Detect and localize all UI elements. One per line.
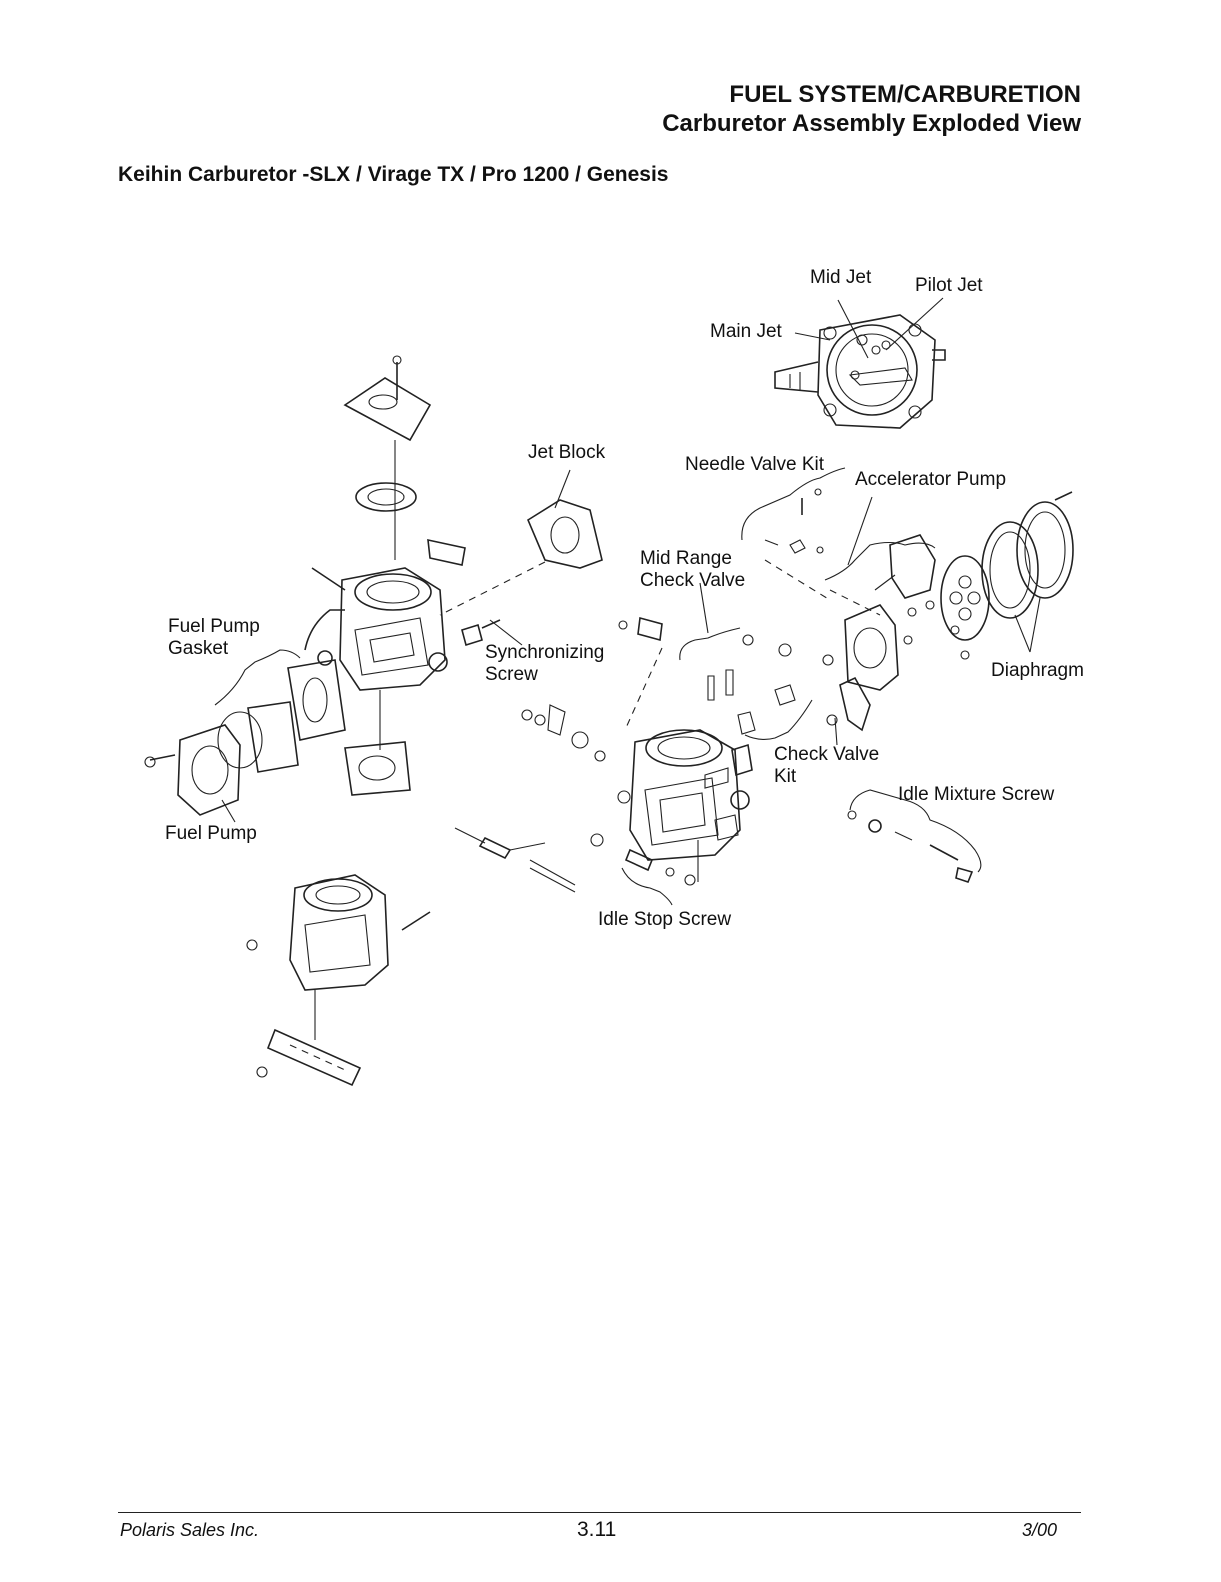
label-check-valve-kit-line1: Check Valve: [774, 744, 879, 765]
label-idle-stop-screw: Idle Stop Screw: [598, 909, 731, 930]
mid-range-check-valve-brace: [679, 627, 741, 661]
fuel-pump-gasket-brace: [214, 649, 301, 706]
label-check-valve-kit-line2: Kit: [774, 766, 797, 787]
synchronizing-screw-leader: [489, 619, 523, 646]
diagram-subtitle: Keihin Carburetor -SLX / Virage TX / Pro…: [118, 163, 669, 186]
idle-mixture-screw-brace: [849, 789, 982, 873]
mounting-plate-drawing: [343, 355, 432, 560]
lower-carburetor-drawing: [246, 874, 431, 1087]
label-mid-range-line1: Mid Range: [640, 548, 732, 569]
label-fuel-pump: Fuel Pump: [165, 823, 257, 844]
label-synchronizing-line2: Screw: [485, 664, 538, 685]
check-valve-kit-drawing: [707, 634, 796, 735]
accelerator-pump-drawing: [822, 534, 970, 732]
label-accelerator-pump: Accelerator Pump: [855, 469, 1006, 490]
accelerator-pump-brace: [824, 541, 936, 581]
check-valve-kit-brace: [744, 699, 813, 741]
needle-valve-kit-brace: [741, 467, 846, 541]
footer-company: Polaris Sales Inc.: [120, 1520, 260, 1540]
label-needle-valve-kit: Needle Valve Kit: [685, 454, 825, 475]
page-title: Carburetor Assembly Exploded View: [662, 110, 1081, 137]
mid-range-check-valve-leader: [699, 582, 709, 634]
right-carburetor-body-drawing: [590, 729, 753, 861]
label-jet-block: Jet Block: [528, 442, 606, 463]
idle-stop-screw-brace: [621, 867, 673, 906]
label-fuel-pump-gasket-line1: Fuel Pump: [168, 616, 260, 637]
synchronizing-screw-drawing: [461, 619, 606, 762]
footer-page-number: 3.11: [577, 1518, 617, 1541]
label-main-jet: Main Jet: [710, 321, 783, 342]
mid-range-check-valve-drawing: [618, 616, 663, 731]
footer-date: 3/00: [1021, 1520, 1057, 1540]
throttle-rod-drawing: [454, 827, 576, 893]
label-pilot-jet: Pilot Jet: [915, 275, 983, 296]
diaphragm-leader-2: [1029, 597, 1041, 653]
footer-rule: [118, 1512, 1081, 1513]
fuel-pump-gasket-drawing: [217, 659, 346, 773]
fuel-pump-leader: [221, 799, 236, 823]
check-valve-kit-leader: [834, 717, 838, 746]
label-mid-range-line2: Check Valve: [640, 570, 745, 591]
accelerator-pump-leader: [847, 496, 873, 566]
idle-stop-screw-drawing: [624, 840, 699, 886]
jet-block-leader: [554, 469, 571, 509]
label-diaphragm: Diaphragm: [991, 660, 1084, 681]
mid-jet-leader: [837, 299, 869, 359]
label-idle-mixture-screw: Idle Mixture Screw: [898, 784, 1055, 805]
carburetor-flange-drawing: [344, 741, 411, 796]
diaphragm-leader: [1014, 614, 1031, 653]
diaphragm-drawing: [940, 491, 1074, 641]
jet-block-drawing: [439, 499, 603, 616]
fuel-pump-drawing: [144, 724, 241, 816]
left-carburetor-body-drawing: [304, 538, 466, 750]
section-title: FUEL SYSTEM/CARBURETION: [729, 81, 1081, 108]
pilot-jet-leader: [885, 297, 944, 351]
label-mid-jet: Mid Jet: [810, 267, 872, 288]
label-synchronizing-line1: Synchronizing: [485, 642, 604, 663]
main-jet-leader: [794, 332, 831, 341]
idle-mixture-screw-drawing: [847, 810, 974, 883]
needle-valve-kit-drawing: [764, 488, 831, 601]
label-fuel-pump-gasket-line2: Gasket: [168, 638, 229, 659]
jet-block-detail-drawing: [774, 314, 946, 429]
